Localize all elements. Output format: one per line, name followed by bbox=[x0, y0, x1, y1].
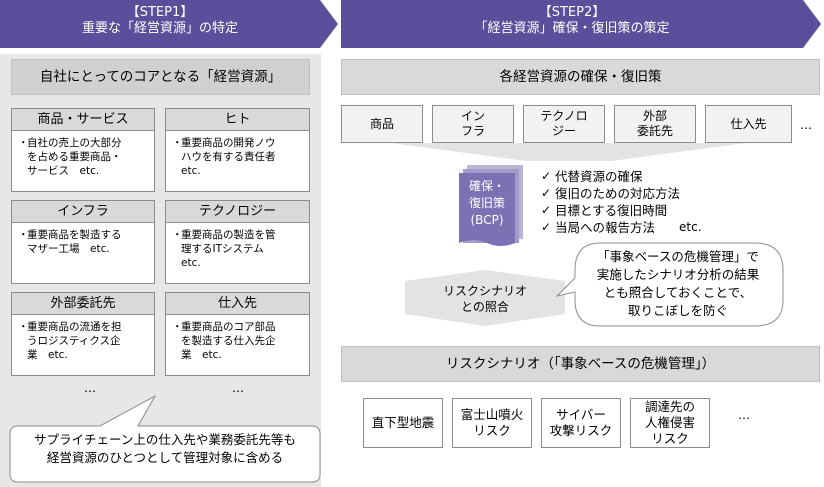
check-item: 目標とする復旧時間 bbox=[555, 203, 668, 218]
ellipsis-right: … bbox=[232, 381, 244, 395]
resource-title: 商品・サービス bbox=[12, 109, 154, 131]
step2-header: 各経営資源の確保・復旧策 bbox=[341, 59, 820, 95]
bcp-checklist: ✓代替資源の確保 ✓復旧のための対応方法 ✓目標とする復旧時間 ✓当局への報告方… bbox=[541, 168, 781, 236]
check-icon: ✓ bbox=[541, 203, 552, 217]
check-icon: ✓ bbox=[541, 186, 552, 200]
step2-callout-text: 「事象ベースの危機管理」で 実施したシナリオ分析の結果 とも照合しておくことで、… bbox=[596, 249, 760, 318]
step1-callout-text: サプライチェーン上の仕入先や業務委託先等も 経営資源のひとつとして管理対象に含め… bbox=[34, 432, 296, 465]
category-products: 商品 bbox=[341, 105, 423, 143]
scenario-up-arrow bbox=[405, 270, 565, 326]
check-icon: ✓ bbox=[541, 169, 552, 183]
resource-box-infra: インフラ ・重要商品を製造する マザー工場 etc. bbox=[11, 200, 155, 284]
step1-header: 自社にとってのコアとなる「経営資源」 bbox=[11, 59, 310, 95]
resource-title: 外部委託先 bbox=[12, 293, 154, 315]
bullet: ・ bbox=[18, 229, 29, 241]
risk-scenario-header: リスクシナリオ（「事象ベースの危機管理」） bbox=[341, 346, 820, 382]
resource-desc: 重要商品の流通を担 うロジスティクス企 業 etc. bbox=[27, 321, 122, 361]
category-suppliers: 仕入先 bbox=[705, 105, 792, 143]
resource-box-technology: テクノロジー ・重要商品の製造を管 理するITシステム etc. bbox=[165, 200, 310, 284]
step1-label: 【STEP1】 bbox=[126, 5, 194, 20]
step1-banner: 【STEP1】 重要な「経営資源」の特定 bbox=[0, 0, 320, 48]
resource-box-outsourcing: 外部委託先 ・重要商品の流通を担 うロジスティクス企 業 etc. bbox=[11, 292, 155, 376]
bullet: ・ bbox=[18, 137, 29, 149]
resource-title: テクノロジー bbox=[166, 201, 309, 223]
risk-mt-fuji-eruption: 富士山噴火 リスク bbox=[452, 398, 532, 448]
bcp-label: 確保・ 復旧策 (BCP) bbox=[468, 179, 505, 227]
funnel-arrow bbox=[391, 143, 746, 161]
step2-banner-shape bbox=[341, 0, 821, 48]
step2-banner: 【STEP2】 「経営資源」確保・復旧策の策定 bbox=[341, 0, 803, 48]
step1-callout-shape bbox=[9, 394, 321, 483]
resource-desc: 自社の売上の大部分 を占める重要商品・ サービス etc. bbox=[27, 137, 122, 177]
bullet: ・ bbox=[172, 137, 183, 149]
resource-desc: 重要商品のコア部品 を製造する仕入先企 業 etc. bbox=[181, 321, 276, 361]
category-ellipsis: … bbox=[800, 118, 812, 132]
resource-desc: 重要商品の開発ノウ ハウを有する責任者 etc. bbox=[181, 137, 276, 177]
resource-title: インフラ bbox=[12, 201, 154, 223]
check-item: 復旧のための対応方法 bbox=[555, 186, 681, 201]
bcp-document-stack bbox=[459, 165, 523, 246]
resource-box-people: ヒト ・重要商品の開発ノウ ハウを有する責任者 etc. bbox=[165, 108, 310, 192]
resource-desc: 重要商品の製造を管 理するITシステム etc. bbox=[181, 229, 276, 269]
risk-ellipsis: … bbox=[738, 408, 750, 422]
resource-desc: 重要商品を製造する マザー工場 etc. bbox=[27, 229, 122, 255]
bullet: ・ bbox=[172, 321, 183, 333]
risk-earthquake: 直下型地震 bbox=[363, 398, 443, 448]
step2-title: 「経営資源」確保・復旧策の策定 bbox=[474, 21, 670, 36]
step1-banner-shape bbox=[0, 0, 338, 48]
resource-title: 仕入先 bbox=[166, 293, 309, 315]
step1-title: 重要な「経営資源」の特定 bbox=[81, 21, 238, 36]
ellipsis-left: … bbox=[84, 381, 96, 395]
scenario-arrow-label: リスクシナリオ との照合 bbox=[442, 284, 527, 314]
step2-label: 【STEP2】 bbox=[538, 5, 606, 20]
resource-box-suppliers: 仕入先 ・重要商品のコア部品 を製造する仕入先企 業 etc. bbox=[165, 292, 310, 376]
check-icon: ✓ bbox=[541, 220, 552, 234]
risk-cyber-attack: サイバー 攻撃リスク bbox=[541, 398, 621, 448]
category-technology: テクノロ ジー bbox=[523, 105, 605, 143]
checks-etc: etc. bbox=[679, 220, 702, 234]
risk-human-rights: 調達先の 人権侵害 リスク bbox=[630, 398, 710, 448]
category-infra: イン フラ bbox=[432, 105, 514, 143]
bullet: ・ bbox=[18, 321, 29, 333]
category-outsourcing: 外部 委託先 bbox=[614, 105, 696, 143]
step2-callout-shape bbox=[555, 242, 784, 327]
bullet: ・ bbox=[172, 229, 183, 241]
resource-title: ヒト bbox=[166, 109, 309, 131]
check-item: 当局への報告方法 bbox=[555, 220, 656, 235]
resource-box-products: 商品・サービス ・自社の売上の大部分 を占める重要商品・ サービス etc. bbox=[11, 108, 155, 192]
check-item: 代替資源の確保 bbox=[555, 169, 643, 184]
